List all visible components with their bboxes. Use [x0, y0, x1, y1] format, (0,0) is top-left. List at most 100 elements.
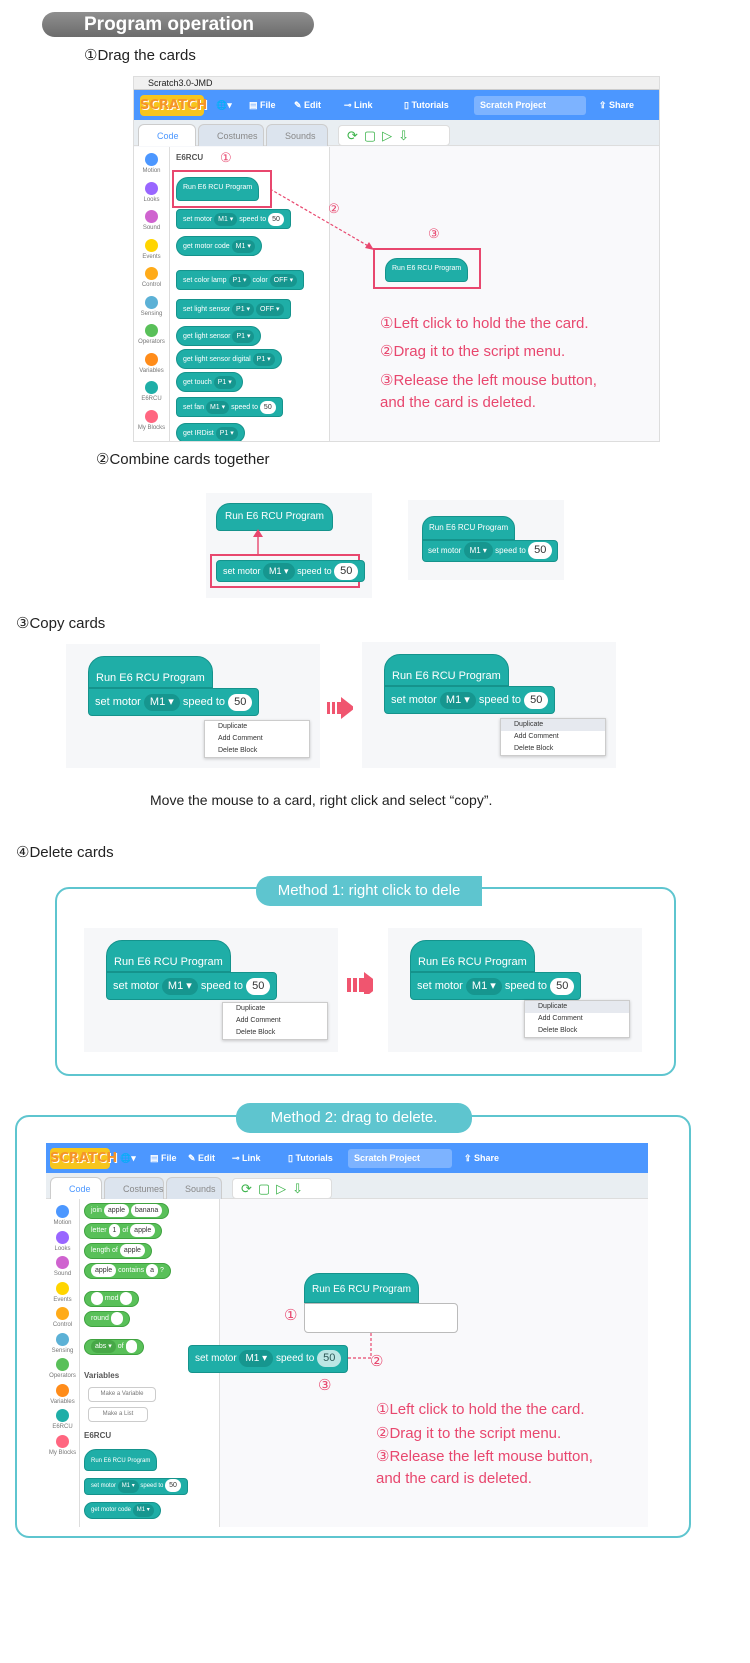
category-operators[interactable]: Operators — [134, 324, 169, 345]
get-light-sensor-digital-block[interactable]: get light sensor digital P1 ▾ — [176, 349, 282, 369]
category-variables[interactable]: Variables — [134, 352, 169, 374]
language-menu[interactable]: 🌐▾ — [216, 100, 232, 110]
menu-delete-block[interactable]: Delete Block — [218, 747, 258, 754]
edit-menu[interactable]: ✎ Edit — [294, 100, 322, 110]
letter-of-block[interactable]: letter 1 of apple — [84, 1223, 163, 1239]
mod-block[interactable]: mod — [84, 1291, 140, 1307]
scratch-logo[interactable]: SCRATCH — [50, 1148, 117, 1169]
set-motor-block[interactable]: set motor M1 ▾ speed to 50 — [422, 540, 559, 562]
run-program-block[interactable]: Run E6 RCU Program — [216, 503, 333, 531]
menu-add-comment[interactable]: Add Comment — [236, 1017, 281, 1024]
tab-code[interactable]: Code — [138, 124, 196, 146]
tab-costumes[interactable]: Costumes — [104, 1177, 164, 1199]
category-looks[interactable]: Looks — [134, 181, 169, 203]
category-operators[interactable]: Operators — [46, 1358, 79, 1379]
run-program-block[interactable]: Run E6 RCU Program — [410, 940, 535, 972]
make-list-button[interactable]: Make a List — [88, 1407, 148, 1422]
dropped-run-program-block[interactable]: Run E6 RCU Program — [385, 258, 469, 282]
category-events[interactable]: Events — [134, 238, 169, 260]
run-program-block[interactable]: Run E6 RCU Program — [88, 656, 213, 688]
set-color-lamp-block[interactable]: set color lamp P1 ▾ color OFF ▾ — [176, 270, 305, 290]
menu-delete-block[interactable]: Delete Block — [514, 745, 554, 752]
tab-costumes[interactable]: Costumes — [198, 124, 264, 146]
get-motor-code-block[interactable]: get motor code M1 ▾ — [84, 1502, 161, 1519]
get-touch-block[interactable]: get touch P1 ▾ — [176, 372, 243, 392]
tab-sounds[interactable]: Sounds — [266, 124, 328, 146]
run-program-block[interactable]: Run E6 RCU Program — [176, 177, 260, 201]
tutorials-menu[interactable]: ▯ Tutorials — [288, 1153, 333, 1163]
category-events[interactable]: Events — [46, 1281, 79, 1303]
toolbar-icons[interactable]: ⟳▢▷⇩ — [338, 125, 450, 146]
run-program-block[interactable]: Run E6 RCU Program — [304, 1273, 419, 1303]
category-dot-icon — [145, 324, 158, 337]
dragged-set-motor-block[interactable]: set motor M1 ▾ speed to 50 — [188, 1345, 349, 1373]
run-program-block[interactable]: Run E6 RCU Program — [106, 940, 231, 972]
set-motor-block[interactable]: set motor M1 ▾ speed to 50 — [84, 1478, 188, 1495]
instruction-3: ③Release the left mouse button, — [380, 372, 597, 389]
abs-of-block[interactable]: abs ▾ of — [84, 1339, 145, 1355]
get-light-sensor-block[interactable]: get light sensor P1 ▾ — [176, 326, 262, 346]
make-variable-button[interactable]: Make a Variable — [88, 1387, 156, 1402]
category-label: Sensing — [51, 1347, 74, 1354]
language-menu[interactable]: 🌐▾ — [120, 1153, 136, 1163]
scratch-logo[interactable]: SCRATCH — [140, 95, 207, 116]
menu-add-comment[interactable]: Add Comment — [218, 735, 263, 742]
category-e6rcu[interactable]: E6RCU — [46, 1409, 79, 1430]
set-motor-block[interactable]: set motor M1 ▾ speed to 50 — [216, 560, 366, 582]
category-dot-icon — [56, 1230, 69, 1244]
length-of-block[interactable]: length of apple — [84, 1243, 152, 1259]
edit-menu[interactable]: ✎ Edit — [188, 1153, 216, 1163]
menu-duplicate[interactable]: Duplicate — [218, 723, 248, 730]
project-title-input[interactable]: Scratch Project — [474, 96, 586, 115]
link-menu[interactable]: ⊸ Link — [232, 1153, 261, 1163]
toolbar-icons[interactable]: ⟳▢▷⇩ — [232, 1178, 332, 1199]
category-dot-icon — [145, 295, 158, 309]
category-sensing[interactable]: Sensing — [134, 295, 169, 317]
get-motor-code-block[interactable]: get motor code M1 ▾ — [176, 236, 262, 256]
tab-sounds[interactable]: Sounds — [166, 1177, 222, 1199]
tutorials-menu[interactable]: ▯ Tutorials — [404, 100, 449, 110]
category-sound[interactable]: Sound — [134, 210, 169, 231]
link-menu[interactable]: ⊸ Link — [344, 100, 373, 110]
menu-duplicate[interactable]: Duplicate — [236, 1005, 266, 1012]
tab-code[interactable]: Code — [50, 1177, 102, 1199]
category-control[interactable]: Control — [46, 1307, 79, 1328]
menu-delete-block[interactable]: Delete Block — [236, 1029, 276, 1036]
category-control[interactable]: Control — [134, 267, 169, 288]
script-area[interactable] — [330, 147, 659, 441]
category-looks[interactable]: Looks — [46, 1230, 79, 1252]
set-motor-block[interactable]: set motor M1 ▾ speed to 50 — [384, 686, 556, 714]
set-motor-block[interactable]: set motor M1 ▾ speed to 50 — [106, 972, 278, 1000]
run-program-block[interactable]: Run E6 RCU Program — [84, 1449, 158, 1471]
category-e6rcu[interactable]: E6RCU — [134, 381, 169, 402]
set-light-sensor-block[interactable]: set light sensor P1 ▾ OFF ▾ — [176, 299, 291, 319]
set-motor-block[interactable]: set motor M1 ▾ speed to 50 — [176, 209, 291, 229]
contains-block[interactable]: apple contains a ? — [84, 1263, 171, 1279]
set-fan-block[interactable]: set fan M1 ▾ speed to 50 — [176, 397, 283, 417]
menu-duplicate[interactable]: Duplicate — [501, 719, 605, 731]
step-delete-cards: ④Delete cards — [16, 844, 114, 861]
project-title-input[interactable]: Scratch Project — [348, 1149, 452, 1168]
menu-add-comment[interactable]: Add Comment — [514, 733, 559, 740]
set-motor-block[interactable]: set motor M1 ▾ speed to 50 — [88, 688, 260, 716]
menu-duplicate[interactable]: Duplicate — [525, 1001, 629, 1013]
category-sensing[interactable]: Sensing — [46, 1332, 79, 1354]
set-motor-block[interactable]: set motor M1 ▾ speed to 50 — [410, 972, 582, 1000]
category-my-blocks[interactable]: My Blocks — [46, 1434, 79, 1456]
run-program-block[interactable]: Run E6 RCU Program — [422, 516, 516, 540]
category-motion[interactable]: Motion — [46, 1205, 79, 1226]
join-block[interactable]: join apple banana — [84, 1203, 170, 1219]
run-program-block[interactable]: Run E6 RCU Program — [384, 654, 509, 686]
file-menu[interactable]: ▤ File — [150, 1153, 177, 1163]
menu-add-comment[interactable]: Add Comment — [538, 1015, 583, 1022]
category-my-blocks[interactable]: My Blocks — [134, 409, 169, 431]
category-variables[interactable]: Variables — [46, 1383, 79, 1405]
get-irdist-block[interactable]: get IRDist P1 ▾ — [176, 423, 245, 441]
round-block[interactable]: round — [84, 1311, 130, 1327]
file-menu[interactable]: ▤ File — [249, 100, 276, 110]
menu-delete-block[interactable]: Delete Block — [538, 1027, 578, 1034]
share-button[interactable]: ⇪ Share — [464, 1153, 500, 1163]
category-sound[interactable]: Sound — [46, 1256, 79, 1277]
share-button[interactable]: ⇪ Share — [599, 100, 635, 110]
category-motion[interactable]: Motion — [134, 153, 169, 174]
